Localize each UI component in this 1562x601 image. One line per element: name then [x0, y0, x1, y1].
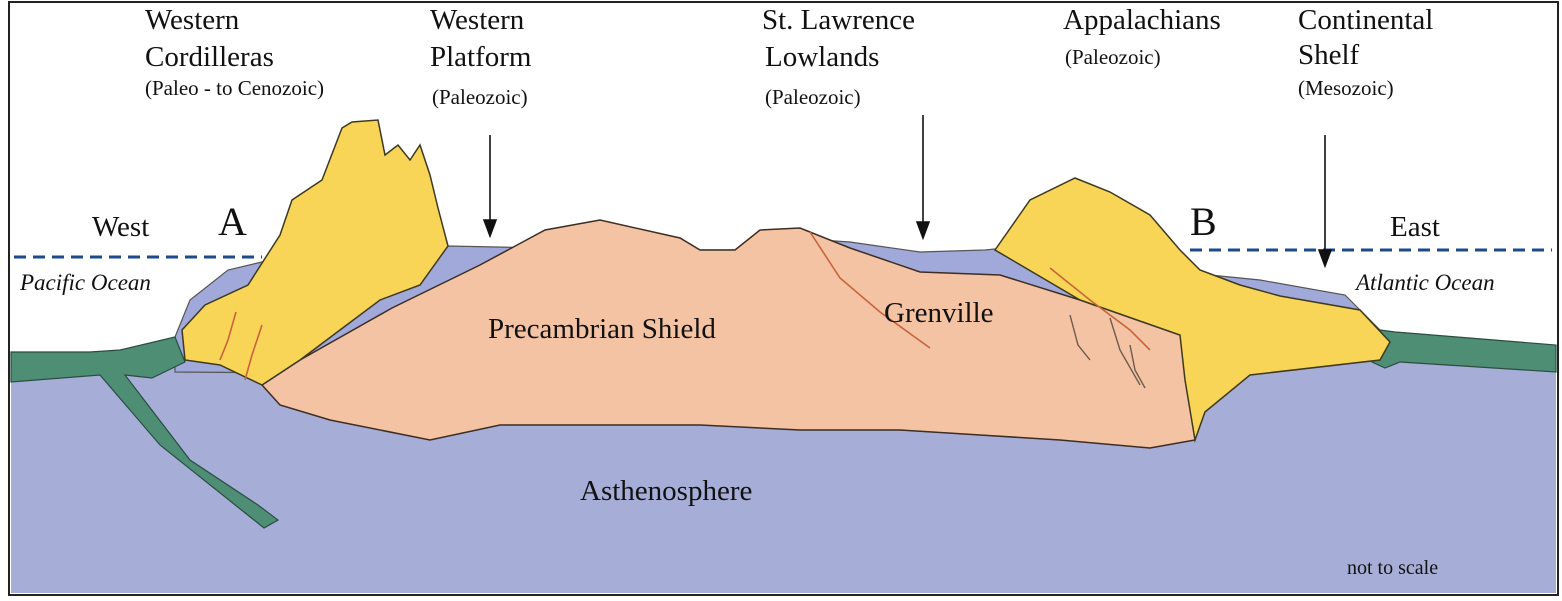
label-western-platform: Western Platform (Paleozoic) — [430, 4, 532, 109]
label-st-lawrence-lowlands: St. Lawrence Lowlands (Paleozoic) — [762, 4, 915, 109]
continental-shelf-age: (Mesozoic) — [1298, 76, 1394, 100]
label-continental-shelf: Continental Shelf (Mesozoic) — [1298, 4, 1433, 100]
st-lawrence-line1: St. Lawrence — [762, 4, 915, 36]
appalachians-line1: Appalachians — [1063, 4, 1221, 36]
not-to-scale-note: not to scale — [1347, 557, 1438, 579]
western-platform-line1: Western — [430, 4, 525, 36]
western-platform-arrowhead — [484, 220, 496, 236]
label-appalachians: Appalachians (Paleozoic) — [1063, 4, 1221, 69]
western-cordilleras-line2: Cordilleras — [145, 41, 274, 73]
precambrian-shield-label: Precambrian Shield — [488, 313, 716, 345]
western-cordilleras-line1: Western — [145, 4, 240, 36]
label-western-cordilleras: Western Cordilleras (Paleo - to Cenozoic… — [145, 4, 324, 100]
western-platform-age: (Paleozoic) — [432, 85, 528, 109]
st-lawrence-line2: Lowlands — [765, 41, 879, 73]
grenville-label: Grenville — [884, 297, 994, 329]
appalachians-age: (Paleozoic) — [1065, 45, 1161, 69]
western-cordilleras-age: (Paleo - to Cenozoic) — [145, 76, 324, 100]
st-lawrence-age: (Paleozoic) — [765, 85, 861, 109]
continental-shelf-line1: Continental — [1298, 4, 1433, 36]
point-b-marker: B — [1190, 199, 1217, 244]
point-a-marker: A — [218, 199, 247, 244]
st-lawrence-arrowhead — [917, 222, 929, 238]
east-label: East — [1390, 211, 1440, 243]
continental-shelf-arrowhead — [1319, 250, 1331, 266]
atlantic-ocean-label: Atlantic Ocean — [1354, 270, 1495, 295]
asthenosphere-label: Asthenosphere — [580, 475, 752, 507]
west-label: West — [92, 211, 149, 243]
western-platform-line2: Platform — [430, 41, 532, 73]
pacific-ocean-label: Pacific Ocean — [19, 270, 151, 295]
continental-shelf-line2: Shelf — [1298, 39, 1360, 71]
